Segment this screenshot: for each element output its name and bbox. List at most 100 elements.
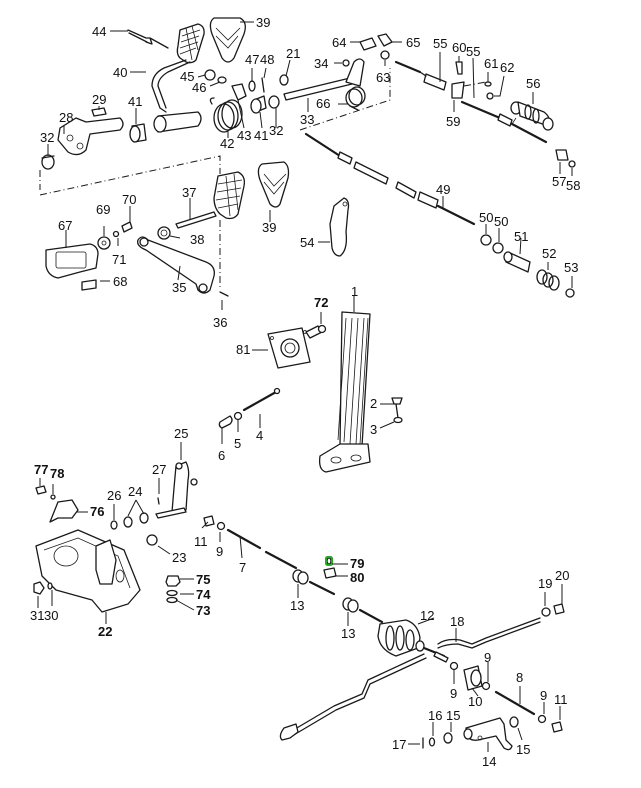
label-18[interactable]: 18: [450, 614, 464, 629]
part-9-clip-a[interactable]: [216, 521, 226, 531]
part-4-push-rod[interactable]: [242, 390, 278, 412]
part-lower-throttle-rod[interactable]: [289, 653, 427, 737]
part-77-screw[interactable]: [35, 485, 47, 495]
label-23[interactable]: 23: [172, 550, 186, 565]
part-25-lever[interactable]: [171, 461, 190, 513]
label-22[interactable]: 22: [98, 624, 112, 639]
part-23-bushing[interactable]: [146, 534, 158, 546]
label-69[interactable]: 69: [96, 202, 110, 217]
part-62-nut[interactable]: [486, 92, 494, 100]
part-64-clevis[interactable]: [359, 37, 377, 51]
part-43-bracket[interactable]: [231, 83, 247, 101]
label-42[interactable]: 42: [220, 136, 234, 151]
label-71[interactable]: 71: [112, 252, 126, 267]
label-78[interactable]: 78: [50, 466, 64, 481]
label-70[interactable]: 70: [122, 192, 136, 207]
part-47-washer[interactable]: [248, 80, 256, 92]
part-15-bushing-right[interactable]: [509, 716, 519, 728]
part-46-washer[interactable]: [217, 76, 227, 84]
label-20[interactable]: 20: [555, 568, 569, 583]
label-9[interactable]: 9: [540, 688, 547, 703]
part-15-bushing-left[interactable]: [443, 732, 453, 744]
label-30[interactable]: 30: [44, 608, 58, 623]
part-19-clip[interactable]: [541, 607, 551, 617]
label-15[interactable]: 15: [516, 742, 530, 757]
part-79-clip[interactable]: [326, 557, 332, 565]
label-9[interactable]: 9: [216, 544, 223, 559]
label-74[interactable]: 74: [196, 587, 211, 602]
label-73[interactable]: 73: [196, 603, 210, 618]
label-29[interactable]: 29: [92, 92, 106, 107]
part-38-nut[interactable]: [157, 226, 171, 240]
part-20-ball-stud[interactable]: [553, 603, 565, 615]
label-34[interactable]: 34: [314, 56, 328, 71]
label-76[interactable]: 76: [90, 504, 104, 519]
part-68-rubber-plug[interactable]: [81, 279, 97, 291]
part-6-ball-socket[interactable]: [218, 415, 233, 429]
part-55-threaded-rod-lower[interactable]: [460, 100, 502, 120]
part-74-lock-washer[interactable]: [166, 589, 178, 597]
label-68[interactable]: 68: [113, 274, 127, 289]
part-50-nut-b[interactable]: [492, 242, 504, 254]
label-25[interactable]: 25: [174, 426, 188, 441]
label-13[interactable]: 13: [290, 598, 304, 613]
label-3[interactable]: 3: [370, 422, 377, 437]
label-48[interactable]: 48: [260, 52, 274, 67]
part-12-rubber-boot[interactable]: [377, 619, 425, 657]
label-38[interactable]: 38: [190, 232, 204, 247]
label-55[interactable]: 55: [466, 44, 480, 59]
part-61-washer[interactable]: [484, 81, 492, 87]
label-56[interactable]: 56: [526, 76, 540, 91]
part-32-bushing-right[interactable]: [268, 95, 280, 109]
label-10[interactable]: 10: [468, 694, 482, 709]
label-53[interactable]: 53: [564, 260, 578, 275]
label-2[interactable]: 2: [370, 396, 377, 411]
part-5-nut[interactable]: [233, 411, 243, 421]
part-39-pedal-pad-lower[interactable]: [257, 161, 290, 208]
label-50[interactable]: 50: [479, 210, 493, 225]
part-78-washer[interactable]: [50, 494, 56, 500]
label-45[interactable]: 45: [180, 69, 194, 84]
label-55[interactable]: 55: [433, 36, 447, 51]
label-9[interactable]: 9: [484, 650, 491, 665]
label-31[interactable]: 31: [30, 608, 44, 623]
part-13-bushing-a[interactable]: [292, 569, 309, 585]
part-73-washer[interactable]: [166, 596, 178, 604]
label-32[interactable]: 32: [40, 130, 54, 145]
label-50[interactable]: 50: [494, 214, 508, 229]
label-14[interactable]: 14: [482, 754, 496, 769]
label-51[interactable]: 51: [514, 229, 528, 244]
label-12[interactable]: 12: [420, 608, 434, 623]
part-55-threaded-rod-upper[interactable]: [394, 60, 422, 74]
label-1[interactable]: 1: [351, 284, 358, 299]
label-63[interactable]: 63: [376, 70, 390, 85]
label-24[interactable]: 24: [128, 484, 142, 499]
part-44-stud[interactable]: [127, 29, 169, 49]
part-26-washer[interactable]: [110, 520, 118, 530]
part-50-nut-a[interactable]: [480, 234, 492, 246]
part-9-clip-c[interactable]: [481, 681, 491, 691]
part-56-dust-boot[interactable]: [510, 101, 554, 131]
part-48-pin[interactable]: [261, 77, 265, 93]
part-58-nut[interactable]: [568, 160, 576, 168]
label-40[interactable]: 40: [113, 65, 127, 80]
label-77[interactable]: 77: [34, 462, 48, 477]
label-16[interactable]: 16: [428, 708, 442, 723]
label-80[interactable]: 80: [350, 570, 364, 585]
label-28[interactable]: 28: [59, 110, 73, 125]
part-1-pedal-base[interactable]: [318, 443, 371, 473]
label-64[interactable]: 64: [332, 35, 346, 50]
part-40-pedal-hub[interactable]: [157, 111, 202, 133]
part-75-nut[interactable]: [165, 575, 181, 587]
label-17[interactable]: 17: [392, 737, 406, 752]
label-39[interactable]: 39: [256, 15, 270, 30]
part-30-washer[interactable]: [47, 582, 53, 590]
part-13-bushing-b[interactable]: [342, 597, 359, 613]
label-36[interactable]: 36: [213, 315, 227, 330]
label-59[interactable]: 59: [446, 114, 460, 129]
label-65[interactable]: 65: [406, 35, 420, 50]
label-54[interactable]: 54: [300, 235, 314, 250]
part-33-lever[interactable]: [345, 58, 365, 87]
part-40-pedal-arm[interactable]: [151, 59, 191, 113]
part-9-clip-d[interactable]: [537, 714, 547, 724]
